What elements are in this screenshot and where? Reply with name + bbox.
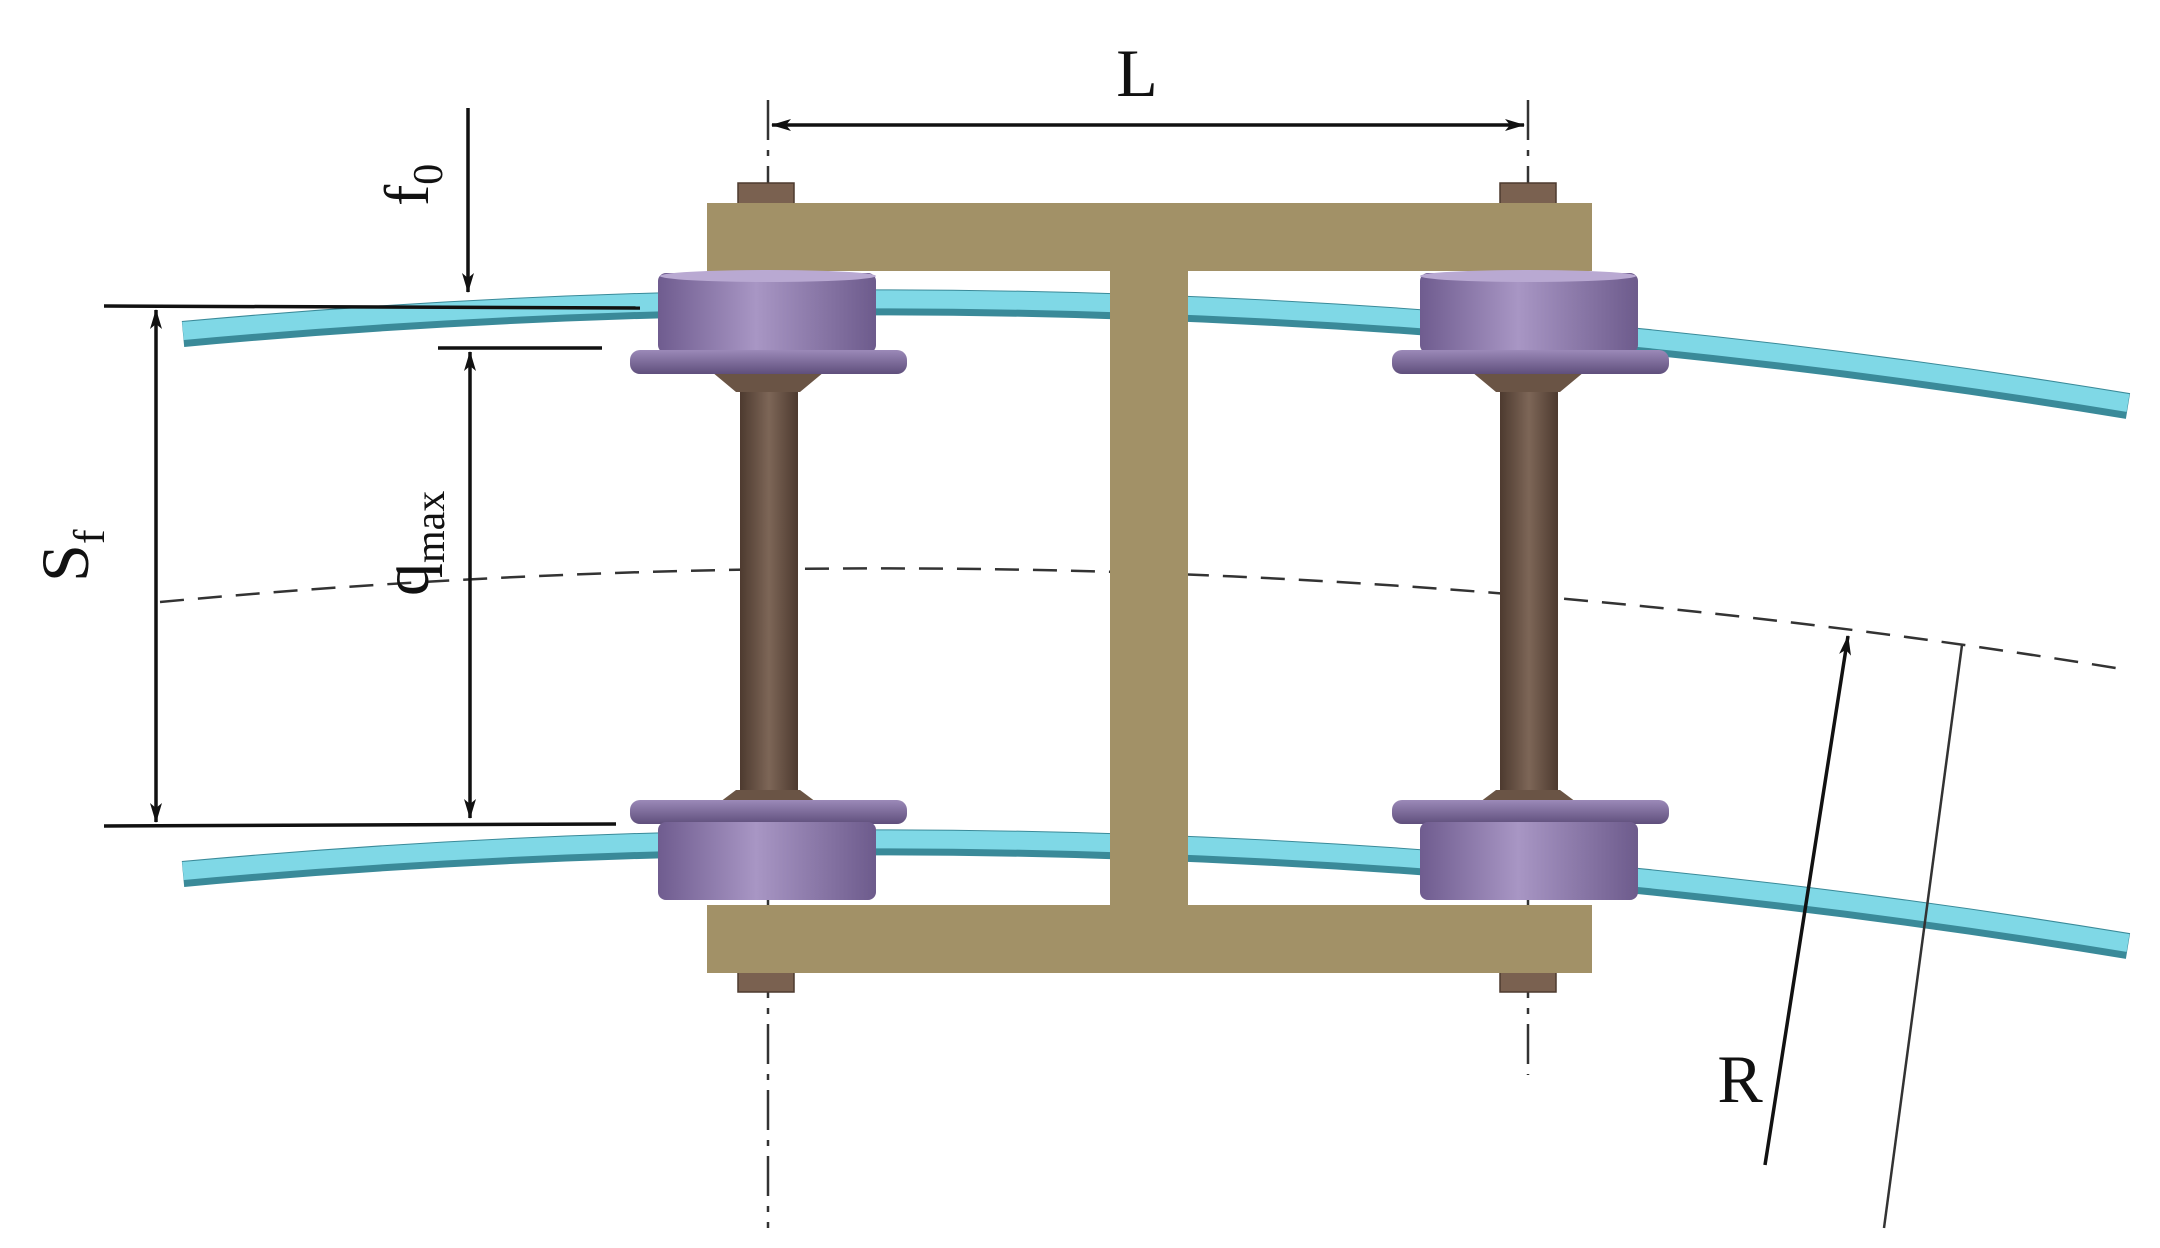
svg-text:f0: f0 [371,164,452,206]
dimension-R [1763,635,1851,1166]
axle-right [1500,380,1558,820]
dimension-lines [103,108,1851,1166]
label-f0: f0 [371,164,452,206]
wheelset-right [1392,270,1669,900]
axle-left [740,380,798,820]
label-Sf: Sf [27,529,114,582]
radius-guide-line [1882,644,1964,1229]
label-f0-main: f [371,184,442,206]
label-R: R [1717,1041,1763,1117]
wheel-bottom-right [1420,822,1638,900]
wheel-top-left [658,273,876,353]
label-qmax: qmax [370,491,454,596]
label-Sf-sub: f [65,529,114,544]
wheelset-left [630,270,907,900]
label-L: L [1116,35,1158,111]
wheel-bottom-left [658,822,876,900]
label-qmax-sub: max [408,491,454,563]
svg-text:Sf: Sf [27,529,114,582]
label-qmax-main: q [370,563,443,596]
bogie-frame [707,203,1592,973]
svg-text:qmax: qmax [370,491,454,596]
wheel-top-right [1420,273,1638,353]
label-Sf-main: S [27,544,103,582]
label-f0-sub: 0 [406,164,452,185]
